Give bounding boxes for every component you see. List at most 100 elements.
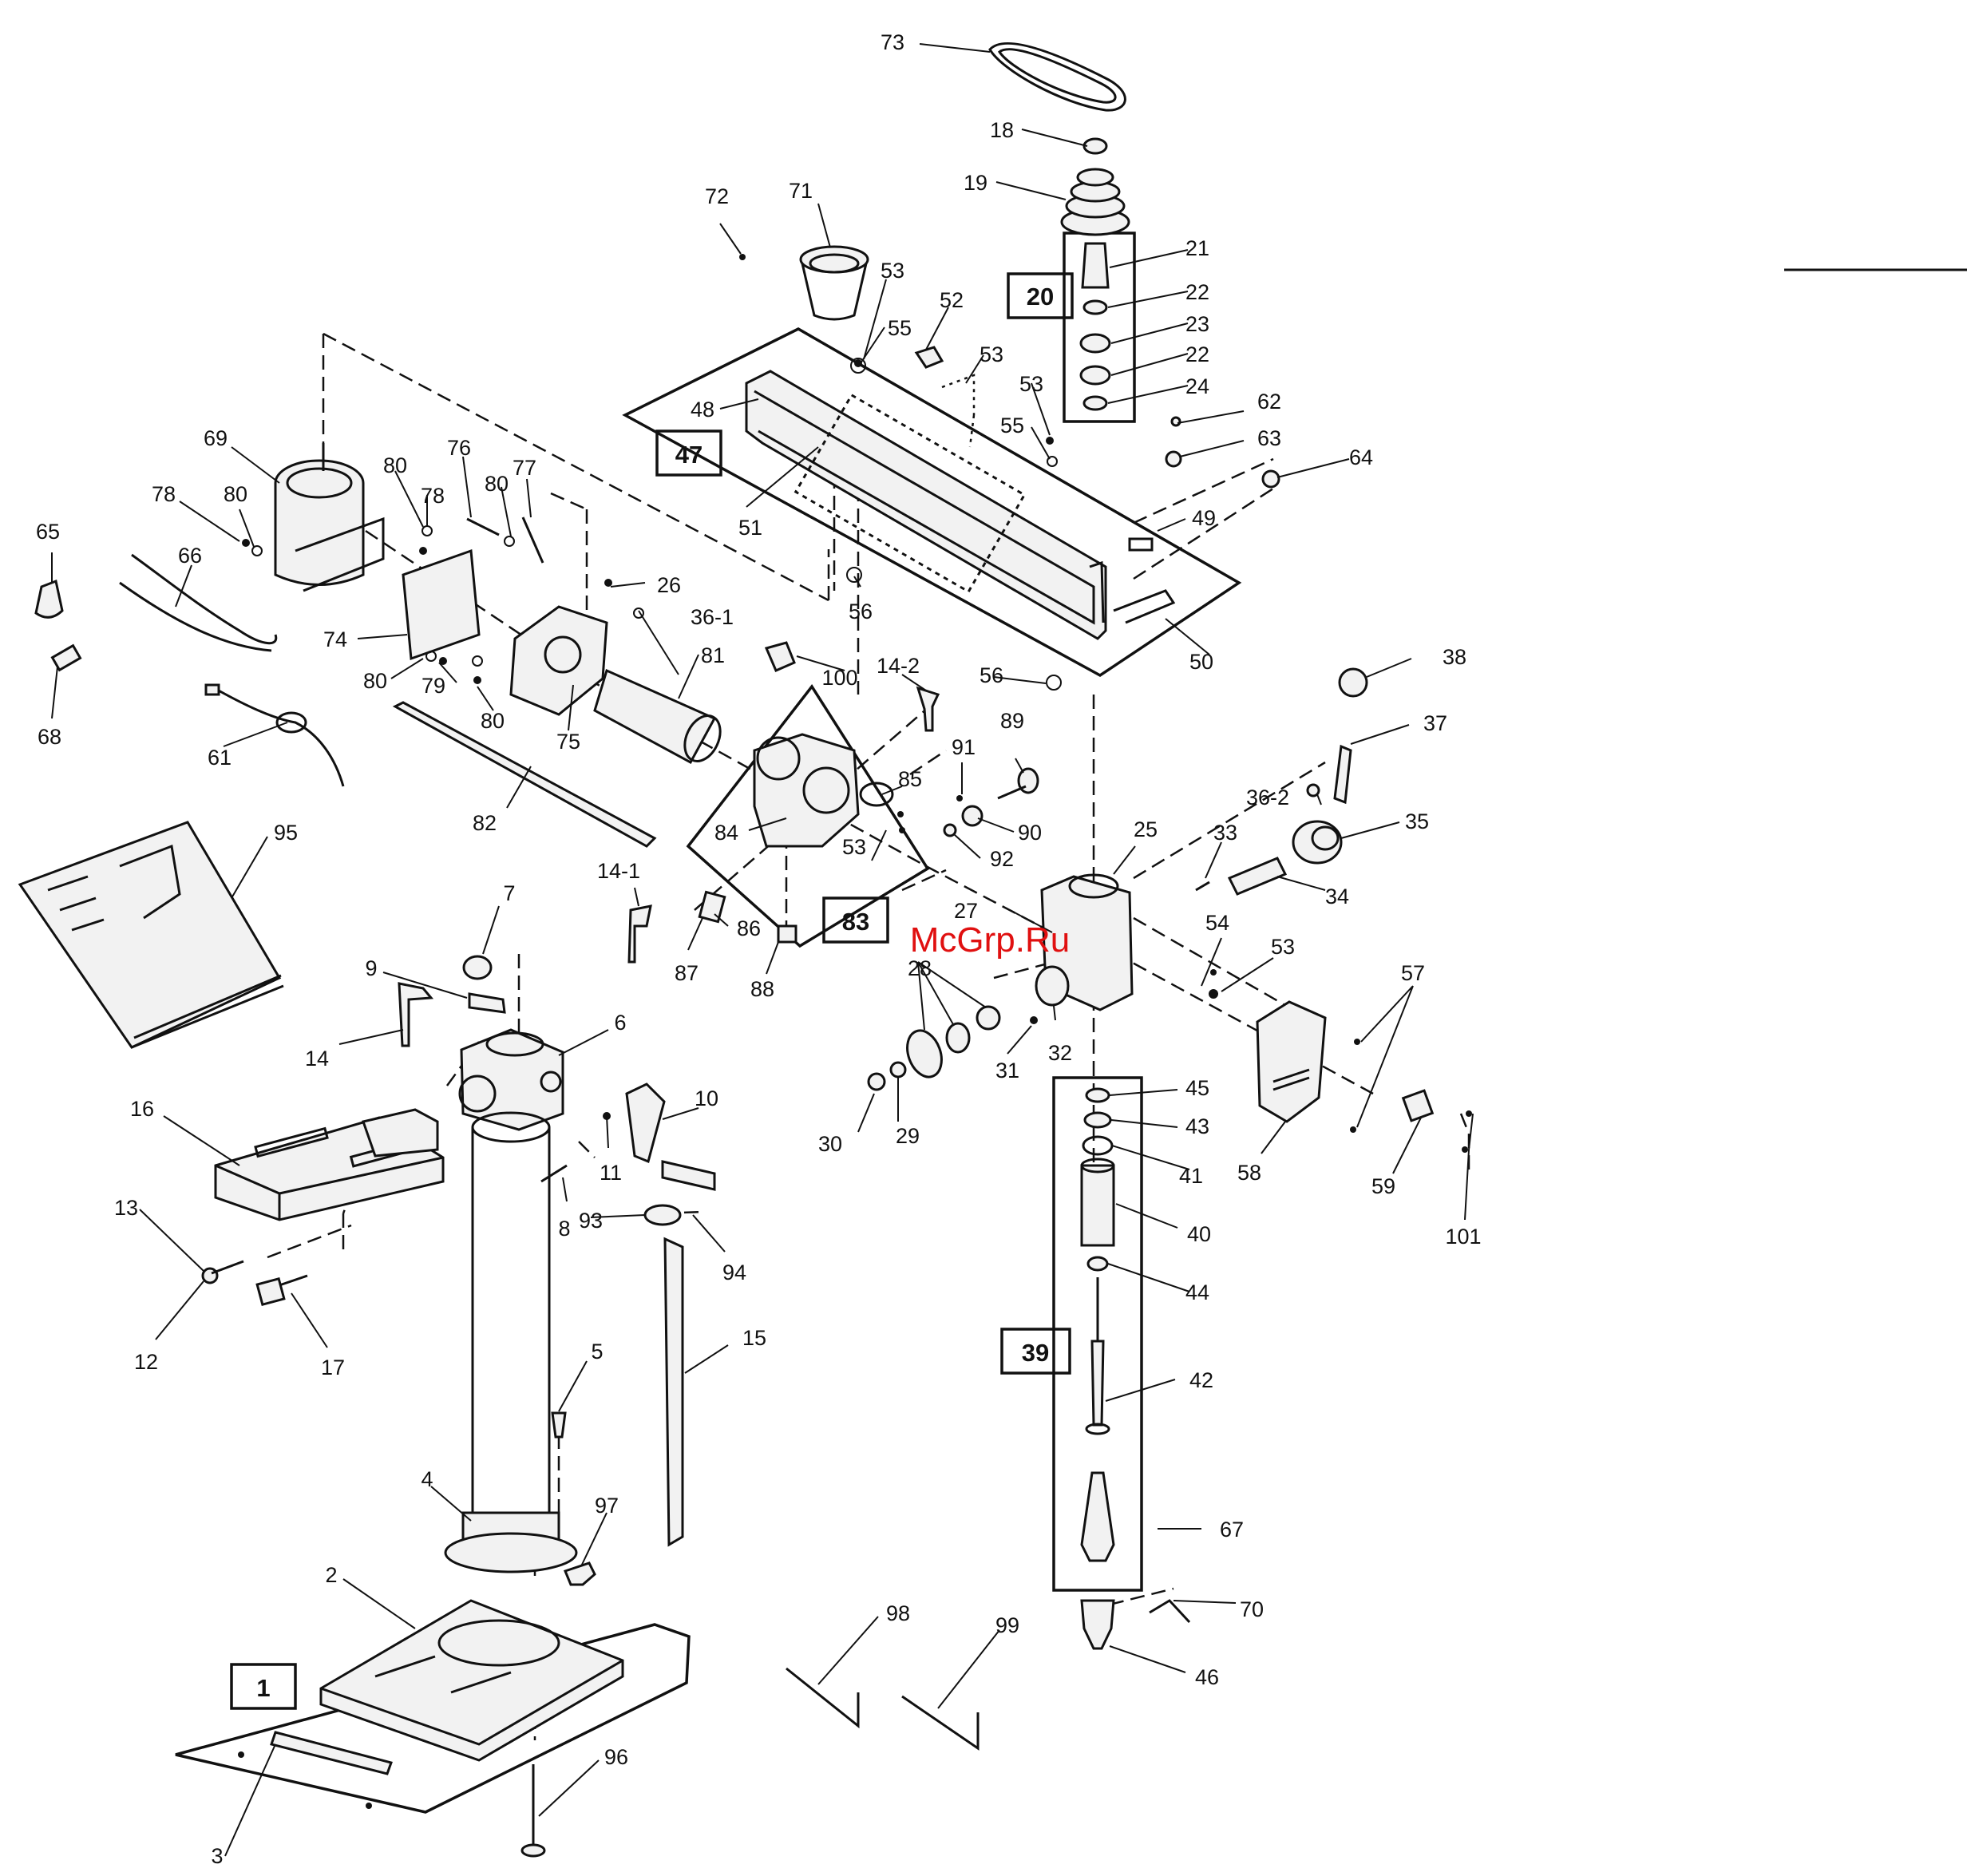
small-screws [238, 358, 1472, 1809]
box-1 [230, 1663, 297, 1710]
label-55a: 55 [888, 316, 912, 340]
collar-7 [462, 955, 493, 980]
screw-31 [1030, 1016, 1038, 1024]
label-54: 54 [1205, 911, 1229, 935]
box-label-83: 83 [842, 908, 869, 936]
label-86: 86 [737, 916, 761, 940]
label-75: 75 [556, 730, 580, 754]
label-88: 88 [750, 977, 774, 1001]
watermark: McGrp.Ru [910, 920, 1070, 960]
label-44: 44 [1185, 1280, 1209, 1304]
label-36-1: 36-1 [691, 605, 734, 629]
spindle-head [1035, 873, 1134, 1011]
label-67: 67 [1220, 1518, 1244, 1542]
label-99: 99 [995, 1613, 1019, 1637]
column [444, 1111, 578, 1573]
label-12: 12 [134, 1350, 158, 1374]
handle-knob [1338, 667, 1368, 698]
label-80d: 80 [363, 669, 387, 693]
lock-handle-14-1 [627, 904, 652, 964]
label-59: 59 [1371, 1174, 1395, 1198]
tube [593, 668, 722, 765]
pivot-bracket [509, 605, 608, 716]
label-36-2: 36-2 [1246, 786, 1289, 809]
label-52: 52 [940, 288, 964, 312]
screw-5 [551, 1411, 567, 1439]
motor [274, 443, 385, 592]
manual [18, 821, 284, 1049]
label-43: 43 [1185, 1114, 1209, 1138]
wire-nut [34, 579, 64, 619]
label-93: 93 [579, 1209, 603, 1233]
label-33: 33 [1213, 821, 1237, 845]
label-49: 49 [1192, 506, 1216, 530]
label-74: 74 [323, 627, 347, 651]
screw-13 [211, 1260, 244, 1275]
label-92: 92 [990, 847, 1014, 871]
label-31: 31 [995, 1059, 1019, 1082]
label-21: 21 [1185, 236, 1209, 260]
label-78b: 78 [421, 484, 445, 508]
label-2: 2 [325, 1563, 337, 1587]
box-20 [1007, 272, 1074, 319]
label-64: 64 [1349, 445, 1373, 469]
work-table [214, 1108, 445, 1221]
label-7: 7 [503, 881, 515, 905]
label-plate [270, 1731, 393, 1775]
label-72: 72 [705, 184, 729, 208]
label-89: 89 [1000, 709, 1024, 733]
label-11: 11 [600, 1161, 622, 1185]
quill-rings [1082, 1087, 1114, 1156]
label-90: 90 [1018, 821, 1042, 845]
label-32: 32 [1048, 1041, 1072, 1065]
set-screw-36-2 [1306, 783, 1320, 797]
bearings [1079, 299, 1111, 411]
label-28: 28 [908, 956, 932, 980]
label-4: 4 [421, 1467, 433, 1491]
label-5: 5 [591, 1340, 603, 1363]
screw-86 [698, 890, 726, 924]
collar-90 [961, 805, 984, 827]
label-38: 38 [1443, 645, 1466, 669]
lock-bolt-14 [398, 982, 434, 1047]
label-95: 95 [274, 821, 298, 845]
motor-pulley [799, 245, 869, 321]
box-39 [1000, 1328, 1071, 1375]
label-41: 41 [1179, 1164, 1203, 1188]
bearing-44 [1086, 1256, 1109, 1272]
label-63: 63 [1257, 426, 1281, 450]
label-26: 26 [657, 573, 681, 597]
washer-63 [1165, 450, 1182, 468]
strain-relief [50, 643, 82, 672]
nut-88 [777, 924, 797, 944]
label-8: 8 [558, 1217, 570, 1241]
label-46: 46 [1195, 1665, 1219, 1689]
collar-93 [643, 1204, 682, 1226]
bolt-76 [466, 517, 500, 536]
table-bracket [458, 1028, 564, 1131]
label-101: 101 [1445, 1225, 1481, 1249]
bolt-96 [520, 1764, 546, 1858]
label-40: 40 [1187, 1222, 1211, 1246]
guard-knob [914, 346, 944, 369]
label-37: 37 [1423, 711, 1447, 735]
motor-leads [131, 553, 278, 645]
label-53d: 53 [842, 835, 866, 859]
spline-sleeve [1081, 242, 1110, 289]
label-53b: 53 [980, 342, 1003, 366]
label-24: 24 [1185, 374, 1209, 398]
feed-handle [1333, 744, 1352, 805]
label-85: 85 [898, 767, 922, 791]
label-10: 10 [695, 1086, 718, 1110]
label-71: 71 [789, 179, 813, 203]
label-18: 18 [990, 118, 1014, 142]
label-42: 42 [1189, 1368, 1213, 1392]
label-100: 100 [821, 666, 857, 690]
label-14-1: 14-1 [597, 859, 640, 883]
box-label-20: 20 [1027, 283, 1054, 311]
label-55b: 55 [1000, 414, 1024, 437]
arbor [1080, 1471, 1115, 1562]
pin-33 [1195, 881, 1210, 892]
label-98: 98 [886, 1601, 910, 1625]
